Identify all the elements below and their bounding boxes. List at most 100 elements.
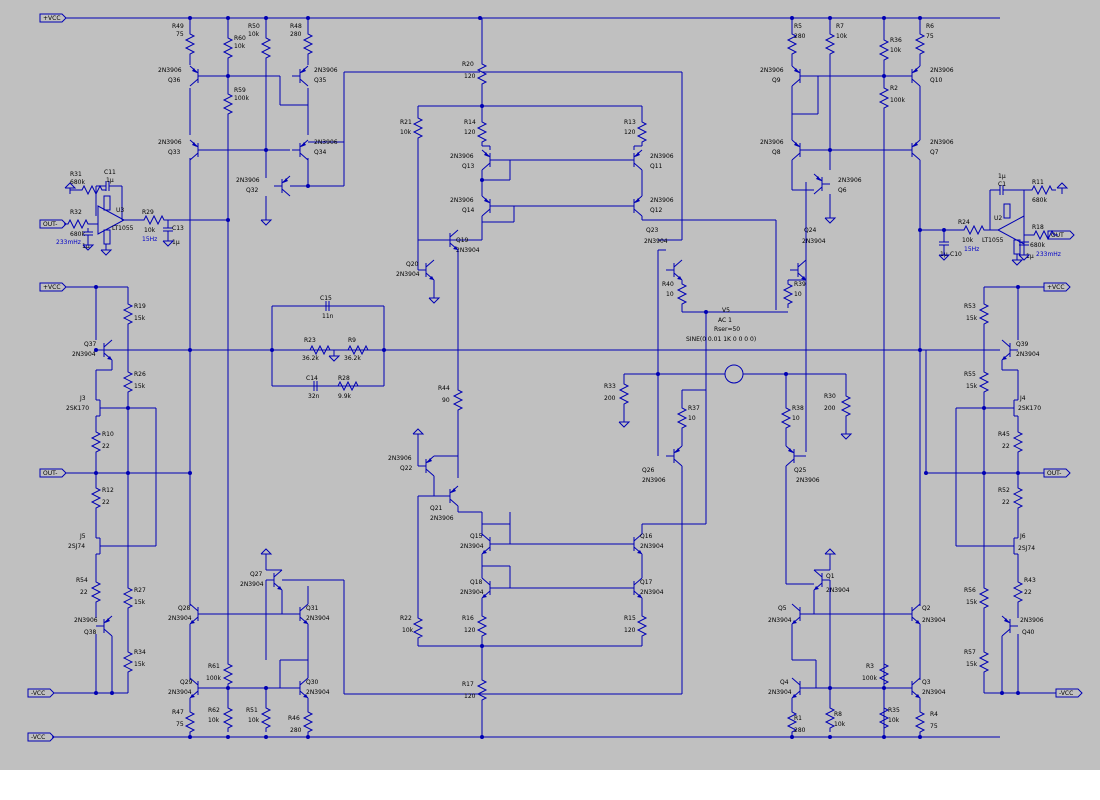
right-output-stage: R53 15k Q39 2N3904 R55 15k J4 2SK170 R45… (924, 285, 1056, 695)
label-R12: R12 (102, 487, 114, 494)
type-Q32: 2N3906 (236, 177, 260, 184)
port-vcc-mid-left: +VCC (39, 282, 67, 292)
label-R52: R52 (998, 487, 1010, 494)
label-Q34: Q34 (314, 149, 327, 156)
label-R9: R9 (348, 337, 356, 344)
value-R55: 15k (966, 383, 978, 390)
value-R50: 10k (248, 31, 260, 38)
jfet-J6 (956, 537, 1018, 555)
label-R10: R10 (102, 431, 114, 438)
value-R14: 120 (464, 129, 476, 136)
value-R28: 9.9k (338, 393, 352, 400)
label-R3: R3 (866, 663, 874, 670)
value-R5: 280 (794, 33, 806, 40)
value-R18: 680k (1030, 242, 1045, 249)
type-Q8: 2N3906 (760, 139, 784, 146)
value-R15: 120 (624, 627, 636, 634)
label-Q26: Q26 (642, 467, 655, 474)
value-C14: 32n (308, 393, 320, 400)
label-R62: R62 (208, 707, 220, 714)
label-R40: R40 (662, 281, 674, 288)
value-R44: 90 (442, 397, 450, 404)
left-opamp-section: R31 680k C11 1µ U3 LT1055 R32 680k 233mH… (56, 169, 228, 256)
value-R59: 100k (234, 95, 249, 102)
center-bottom-section: R44 90 2N3906 Q22 Q21 2N3906 Q15 2N3904 … (388, 385, 706, 739)
value-R22: 10k (402, 627, 414, 634)
label-R18: R18 (1032, 224, 1044, 231)
label-Q22: Q22 (400, 465, 413, 472)
label-R35: R35 (888, 707, 900, 714)
label-C1: C1 (998, 181, 1006, 188)
label-R8: R8 (834, 711, 842, 718)
value-R57: 15k (966, 661, 978, 668)
type-Q15: 2N3904 (460, 543, 484, 550)
port-label: OUT- (43, 470, 57, 477)
type-Q5: 2N3904 (768, 617, 792, 624)
port-vcc-mid-right: +VCC (1043, 282, 1071, 292)
value-C9: 1µ (1026, 253, 1034, 260)
label-R50: R50 (248, 23, 260, 30)
label-U3: U3 (116, 207, 124, 214)
type-Q13: 2N3906 (450, 153, 474, 160)
label-J5: J5 (79, 533, 86, 540)
label-Q23: Q23 (646, 227, 659, 234)
port-out-right: OUT- (1043, 468, 1071, 478)
type-Q20: 2N3904 (396, 271, 420, 278)
value-C1: 1µ (998, 173, 1006, 180)
label-Q9: Q9 (772, 77, 781, 84)
value-R16: 120 (464, 627, 476, 634)
label-Q36: Q36 (168, 77, 181, 84)
type-Q23: 2N3904 (644, 238, 668, 245)
value-R37: 10 (688, 415, 696, 422)
value-C12: 1µ (82, 243, 90, 250)
value-R54: 22 (80, 589, 88, 596)
label-R28: R28 (338, 375, 350, 382)
port-label: OUT- (43, 221, 57, 228)
label-R27: R27 (134, 587, 146, 594)
type-J3: 2SK170 (66, 405, 89, 412)
label-R16: R16 (462, 615, 474, 622)
freq-label-left-233m: 233mHz (56, 239, 81, 246)
label-R54: R54 (76, 577, 88, 584)
label-R6: R6 (926, 23, 934, 30)
label-R21: R21 (400, 119, 412, 126)
label-C14: C14 (306, 375, 318, 382)
label-R15: R15 (624, 615, 636, 622)
label-Q10: Q10 (930, 77, 943, 84)
value-R32: 680k (70, 231, 85, 238)
value-R17: 120 (464, 693, 476, 700)
label-R5: R5 (794, 23, 802, 30)
value-R27: 15k (134, 599, 146, 606)
freq-label-right-233m: 233mHz (1036, 251, 1061, 258)
value-R10: 22 (102, 443, 110, 450)
label-R38: R38 (792, 405, 804, 412)
label-R33: R33 (604, 383, 616, 390)
label-Q39: Q39 (1016, 341, 1029, 348)
type-Q25: 2N3906 (796, 477, 820, 484)
label-R24: R24 (958, 219, 970, 226)
label-R59: R59 (234, 87, 246, 94)
label-Q6: Q6 (838, 187, 847, 194)
type-Q7: 2N3906 (930, 139, 954, 146)
port-label: -VCC (1059, 690, 1073, 697)
label-R49: R49 (172, 23, 184, 30)
label-R14: R14 (464, 119, 476, 126)
value-R12: 22 (102, 499, 110, 506)
label-Q35: Q35 (314, 77, 327, 84)
label-R23: R23 (304, 337, 316, 344)
port-vcc-top-left: +VCC (39, 13, 67, 23)
type-Q21: 2N3906 (430, 515, 454, 522)
label-Q25: Q25 (794, 467, 807, 474)
label-R60: R60 (234, 35, 246, 42)
attr-V5-rser: Rser=50 (714, 326, 740, 333)
label-R44: R44 (438, 385, 450, 392)
label-Q11: Q11 (650, 163, 663, 170)
type-Q11: 2N3906 (650, 153, 674, 160)
label-C13: C13 (172, 225, 184, 232)
label-R43: R43 (1024, 577, 1036, 584)
label-R39: R39 (794, 281, 806, 288)
type-Q40: 2N3906 (1020, 617, 1044, 624)
label-R55: R55 (964, 371, 976, 378)
type-Q6: 2N3906 (838, 177, 862, 184)
type-Q18: 2N3904 (460, 589, 484, 596)
